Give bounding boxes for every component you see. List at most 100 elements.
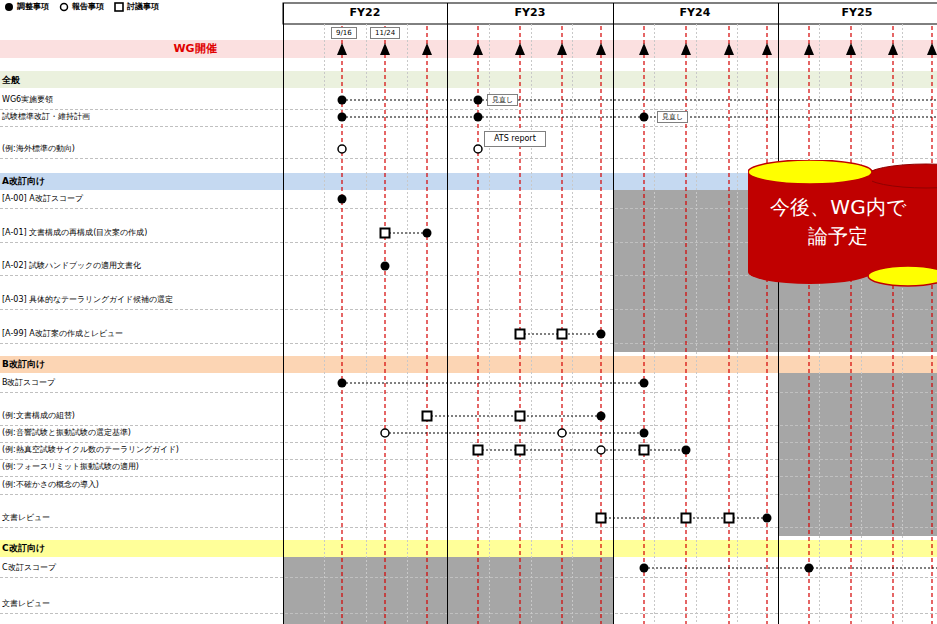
discussion-square (516, 412, 525, 421)
cylinder-end (868, 266, 937, 286)
row-label: [A-00] A改訂スコープ (2, 194, 83, 204)
meeting-triangle (515, 43, 525, 55)
quarter-grid (861, 24, 862, 624)
row-label: B改訂スコープ (2, 378, 56, 388)
meeting-triangle (639, 43, 649, 55)
schedule-line (385, 233, 427, 234)
row-label: WG6実施要領 (2, 95, 53, 105)
header-label: FY22 (350, 6, 381, 19)
year-divider (613, 3, 614, 624)
box-text: 見直し (662, 113, 683, 121)
row-separator (0, 459, 937, 460)
meeting-triangle (888, 43, 898, 55)
year-divider (778, 3, 779, 624)
coordination-dot (474, 113, 483, 122)
row-label: [A-01] 文書構成の再構成(目次案の作成) (2, 228, 147, 238)
legend-symbol (4, 2, 14, 12)
legend-square (115, 3, 123, 11)
meeting-triangle (557, 43, 567, 55)
row-separator (0, 527, 937, 528)
section-band (0, 356, 937, 373)
year-divider (447, 3, 448, 624)
discussion-square (474, 446, 483, 455)
meeting-line (808, 26, 809, 624)
note-box: 9/16 (331, 27, 357, 39)
box-text: 11/24 (375, 29, 395, 37)
discussion-square (725, 514, 734, 523)
schedule-line (427, 416, 601, 417)
legend-symbol (59, 2, 69, 12)
note-box: 見直し (487, 94, 518, 106)
header-label: FY23 (515, 6, 546, 19)
coordination-dot (474, 96, 483, 105)
row-label: 文書レビュー (2, 513, 50, 523)
meeting-triangle (596, 43, 606, 55)
row-separator (0, 613, 937, 614)
meeting-triangle (927, 43, 937, 55)
row-label: (例:音響試験と振動試験の選定基準) (2, 428, 131, 438)
coordination-dot (338, 96, 347, 105)
report-ring (474, 145, 482, 153)
quarter-grid (531, 24, 532, 624)
coordination-dot (381, 262, 390, 271)
note-box: 見直し (657, 111, 688, 123)
row-separator (0, 343, 937, 344)
meeting-line (561, 26, 562, 624)
discussion-square (682, 514, 691, 523)
meeting-line (766, 26, 767, 624)
meeting-triangle (473, 43, 483, 55)
coordination-dot (338, 113, 347, 122)
meeting-triangle (804, 43, 814, 55)
legend-ring (61, 3, 68, 10)
row-label: (例:不確かさの概念の導入) (2, 480, 99, 490)
meeting-triangle (724, 43, 734, 55)
section-band (0, 71, 937, 88)
discussion-square (381, 229, 390, 238)
row-separator (0, 309, 937, 310)
row-label: [A-03] 具体的なテーラリングガイド候補の選定 (2, 295, 173, 305)
cylinder-top (748, 160, 872, 184)
coordination-dot (640, 113, 649, 122)
box-text: 9/16 (336, 29, 352, 37)
cylinder-bottom (748, 260, 872, 284)
meeting-line (426, 26, 427, 624)
legend: 調整事項報告事項討議事項 (4, 1, 159, 12)
header-label: A改訂向け (2, 176, 45, 187)
legend-dot (5, 3, 13, 11)
coordination-dot (763, 514, 772, 523)
quarter-grid (696, 24, 697, 624)
legend-text: 調整事項 (17, 1, 49, 12)
row-separator (0, 442, 937, 443)
meeting-line (519, 26, 520, 624)
cylinder-body (748, 172, 872, 272)
row-label: (例:熱真空試験サイクル数のテーラリングガイド) (2, 445, 179, 455)
coordination-dot (805, 564, 814, 573)
header-label: WG開催 (173, 42, 216, 55)
cylinder-top (866, 164, 937, 188)
schedule-line (342, 383, 644, 384)
header-label: FY25 (842, 6, 873, 19)
box-text: ATS report (494, 134, 536, 144)
meeting-band (0, 40, 937, 58)
coordination-dot (640, 429, 649, 438)
cylinder-body (866, 176, 937, 276)
row-label: [A-02] 試験ハンドブックの適用文書化 (2, 261, 141, 271)
callout-cylinder: 今後、WG内で 論予定 (748, 160, 937, 295)
schedule-line (342, 100, 937, 101)
box-text: 見直し (492, 96, 513, 104)
quarter-grid (902, 24, 903, 624)
discussion-square (558, 330, 567, 339)
meeting-line (850, 26, 851, 624)
note-box: ATS report (484, 131, 546, 147)
coordination-dot (640, 564, 649, 573)
section-band (0, 540, 937, 557)
inactive-area (778, 373, 937, 536)
quarter-grid (654, 24, 655, 624)
quarter-grid (819, 24, 820, 624)
schedule-line (478, 450, 686, 451)
header-label: FY24 (680, 6, 711, 19)
discussion-square (597, 514, 606, 523)
row-separator (0, 494, 937, 495)
row-label: [A-99] A改訂案の作成とレビュー (2, 329, 123, 339)
